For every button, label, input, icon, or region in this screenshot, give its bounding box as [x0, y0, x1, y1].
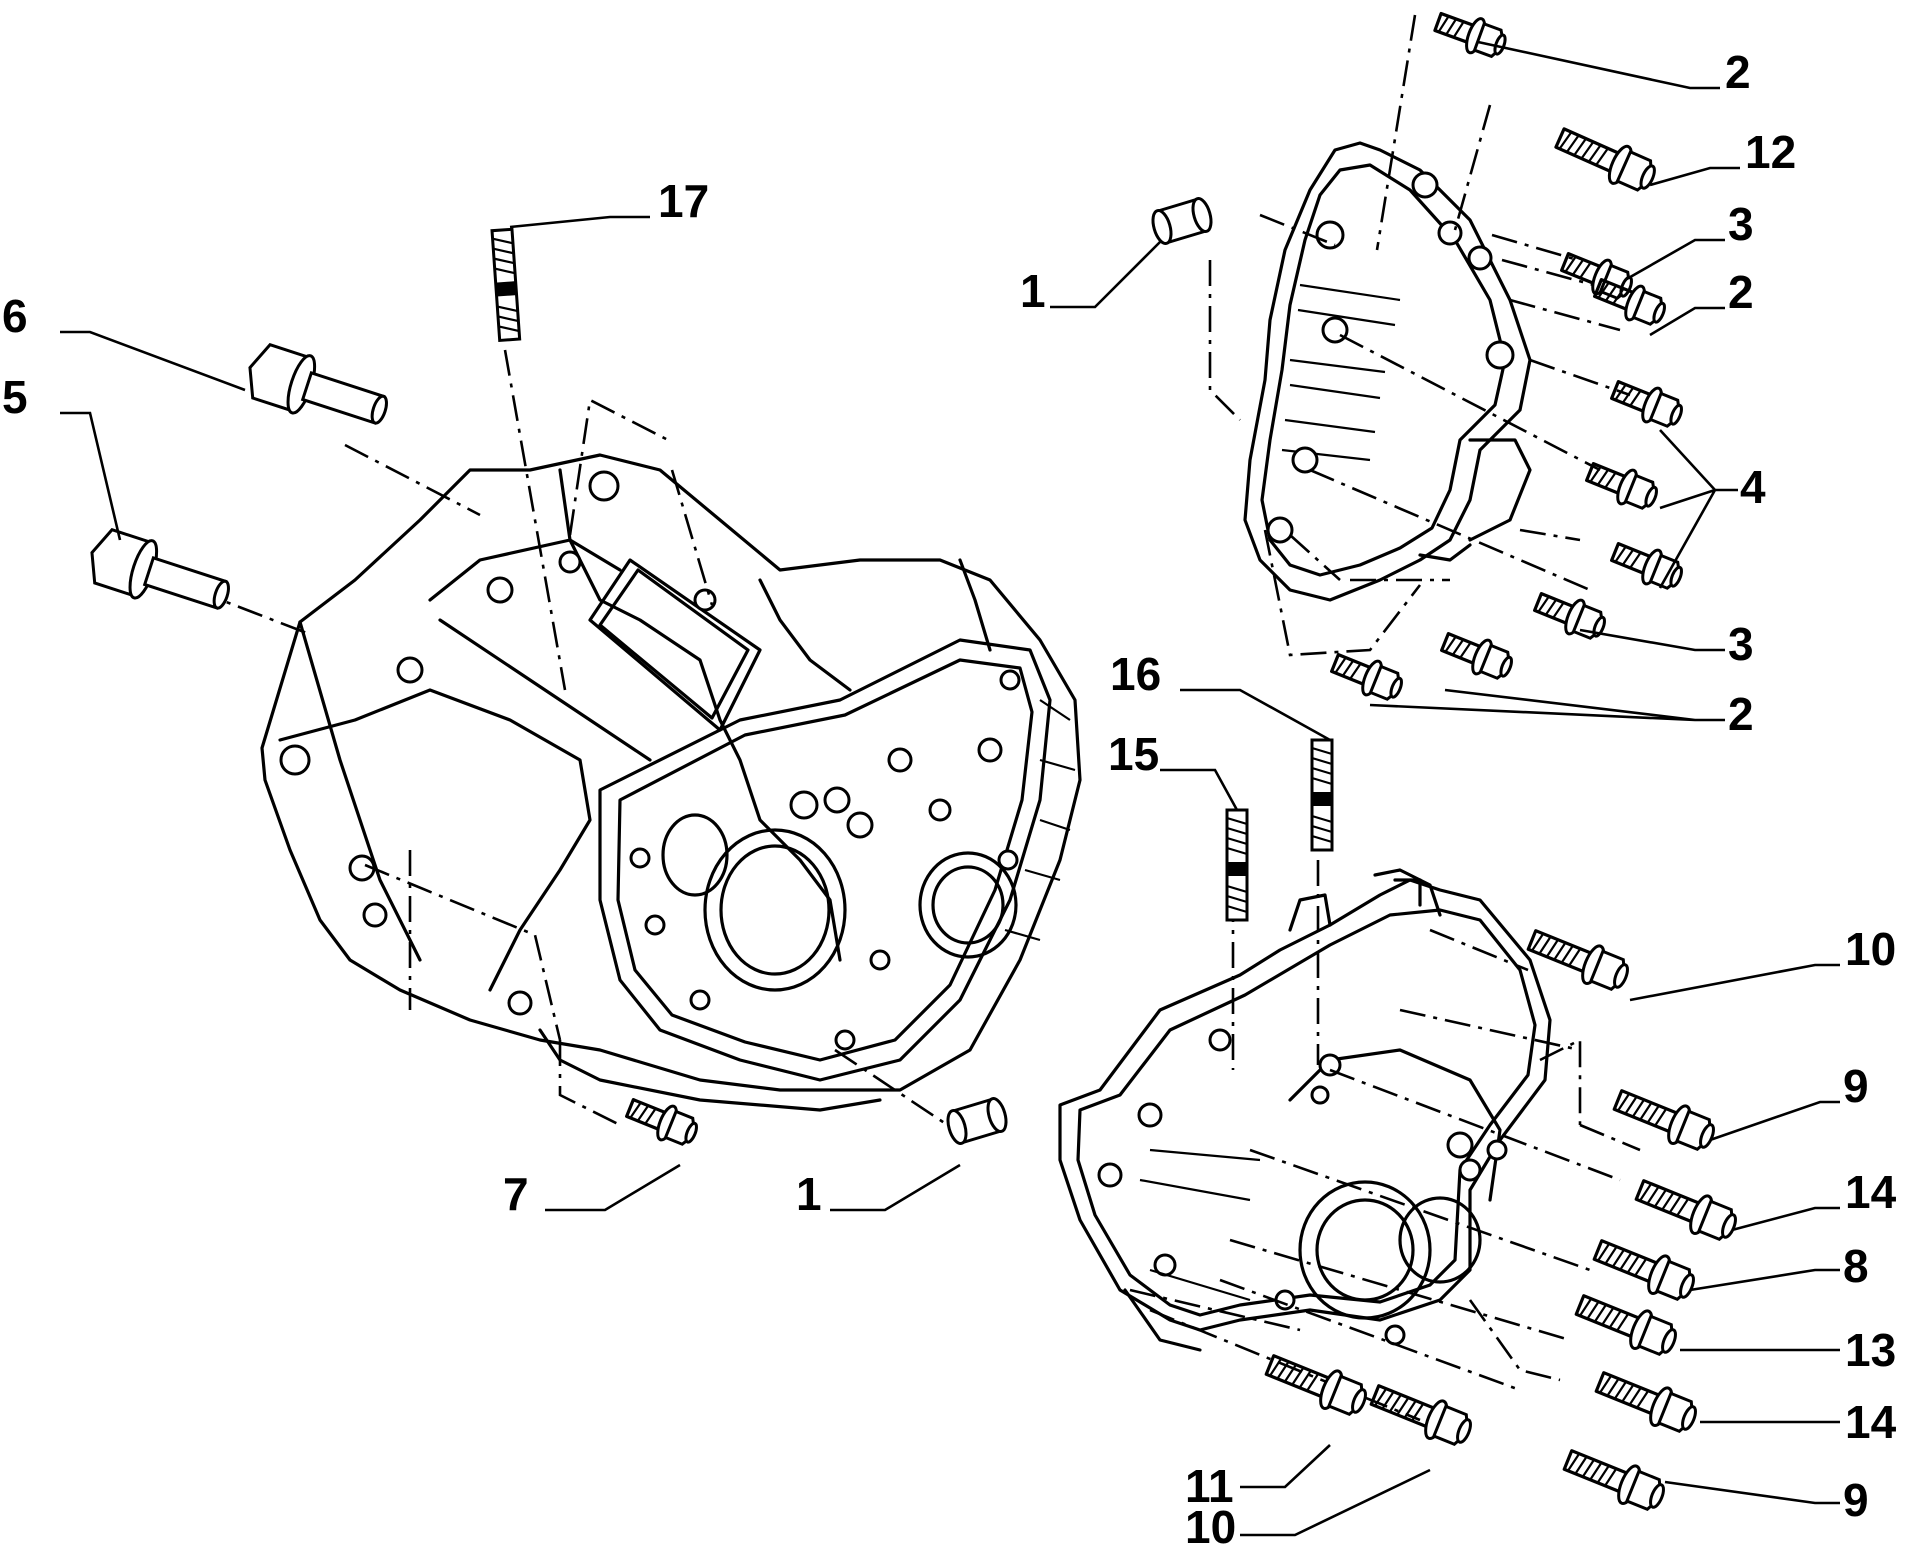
callout-14-upper: 14	[1845, 1166, 1897, 1218]
callout-15: 15	[1108, 728, 1159, 780]
callout-4: 4	[1740, 461, 1766, 513]
leader-lines	[60, 40, 1840, 1537]
callout-3-lower: 3	[1728, 618, 1754, 670]
callout-12: 12	[1745, 126, 1796, 178]
clutch-bell-housing	[260, 453, 1082, 1112]
callout-10-lower: 10	[1185, 1501, 1236, 1545]
callout-14-lower: 14	[1845, 1396, 1897, 1448]
callout-5: 5	[2, 371, 28, 423]
callout-2-bottom: 2	[1728, 688, 1754, 740]
callout-11: 11	[1185, 1460, 1234, 1512]
callout-1-bottom: 1	[796, 1168, 822, 1220]
rear-cover	[1243, 141, 1532, 602]
callout-3-upper: 3	[1728, 198, 1754, 250]
alignment-lines	[194, 14, 1641, 1422]
callout-17: 17	[658, 175, 709, 227]
gearbox-casing	[1058, 868, 1552, 1352]
callout-2-middle: 2	[1728, 266, 1754, 318]
callout-2-top: 2	[1725, 46, 1751, 98]
callout-8: 8	[1843, 1240, 1869, 1292]
callout-9-lower: 9	[1843, 1474, 1869, 1526]
callout-7: 7	[503, 1168, 529, 1220]
fasteners	[90, 3, 1743, 1518]
callout-9-upper: 9	[1843, 1060, 1869, 1112]
callout-13: 13	[1845, 1324, 1896, 1376]
callout-6: 6	[2, 290, 28, 342]
callout-labels: 2 12 3 2 1 17 6 5 4 3 16 2 15 10 9 7 1 1…	[2, 46, 1897, 1545]
callout-1-top: 1	[1020, 265, 1046, 317]
callout-16: 16	[1110, 648, 1161, 700]
callout-10-upper: 10	[1845, 923, 1896, 975]
